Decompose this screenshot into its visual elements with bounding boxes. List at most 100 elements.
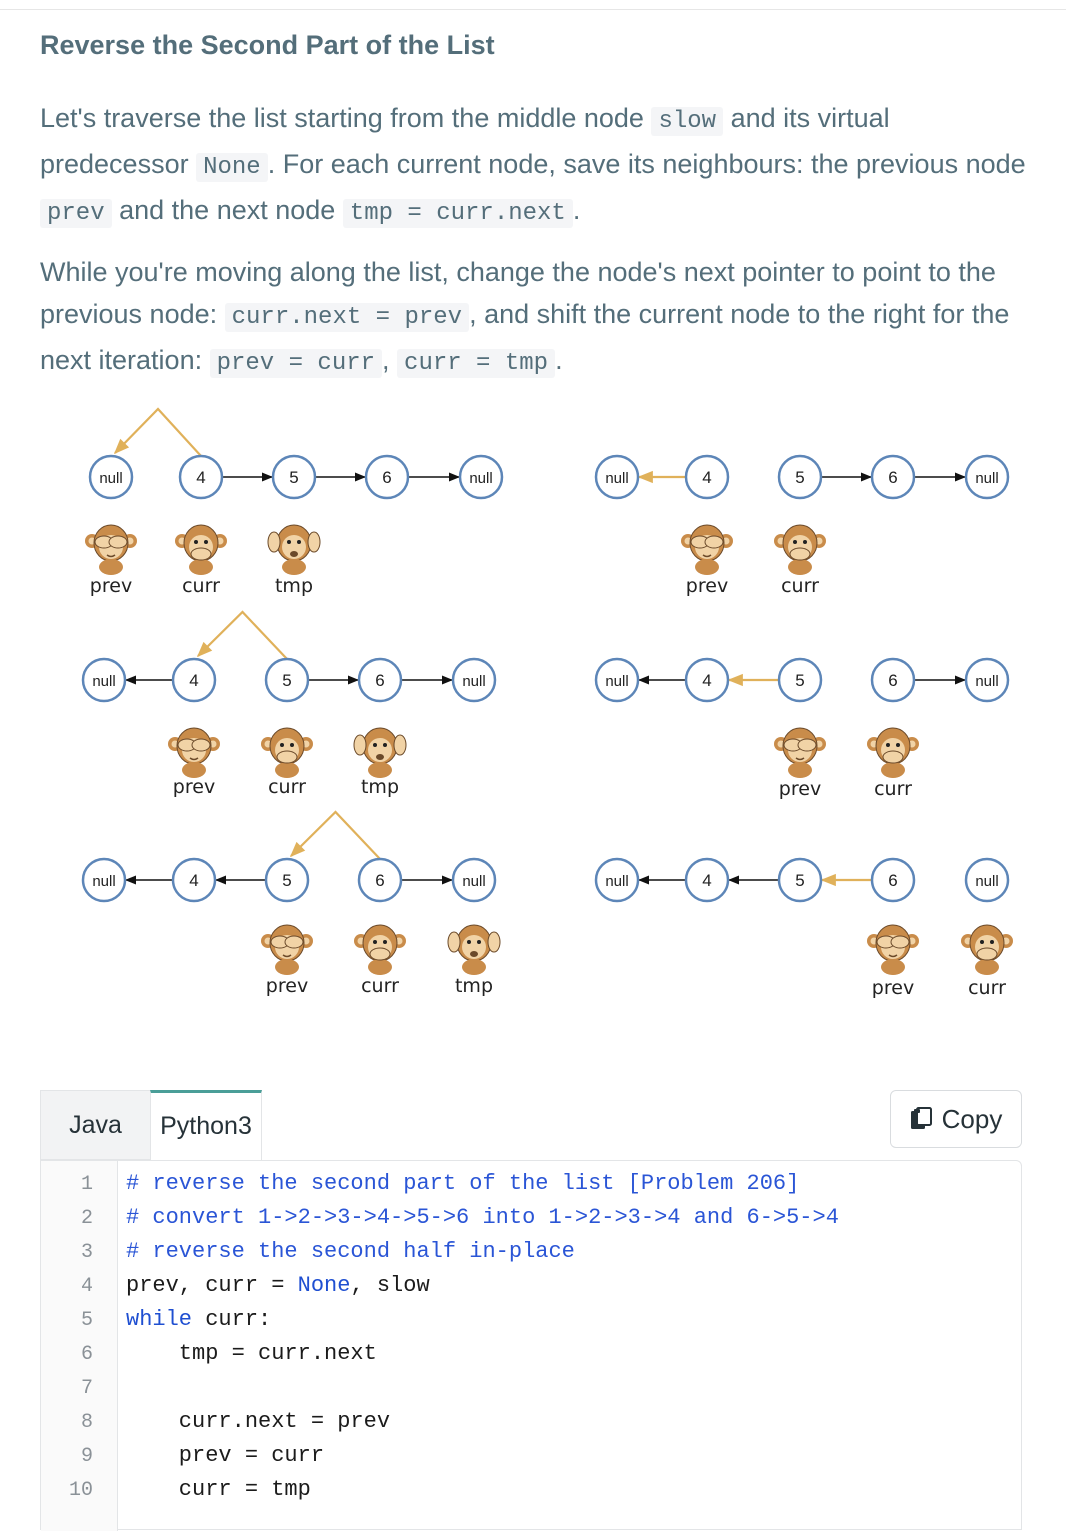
null-node [594,857,640,903]
null-node [451,657,497,703]
list-node [870,657,916,703]
see-no-evil-monkey-icon [867,925,919,975]
speak-no-evil-monkey-icon [354,925,406,975]
text-segment: and its virtual predecessor [40,103,890,179]
null-node [451,857,497,903]
line-number: 4 [80,1275,93,1298]
list-node [178,454,224,500]
code-line: curr = tmp [126,1477,311,1502]
pointer-label-tmp: tmp [361,776,399,798]
see-no-evil-monkey-icon [168,728,220,778]
tab-java[interactable]: Java [40,1090,150,1160]
node-value: null [92,673,115,690]
list-node [870,857,916,903]
node-value: null [975,873,998,890]
list-node [777,657,823,703]
reversed-pointer-arrow [113,407,202,457]
node-value: null [469,470,492,487]
list-node [684,657,730,703]
list-node [357,657,403,703]
node-value: 6 [888,871,897,890]
pointer-label-prev: prev [779,778,821,800]
hear-no-evil-monkey-icon [448,925,500,975]
see-no-evil-monkey-icon [261,925,313,975]
node-value: null [605,470,628,487]
node-value: null [975,673,998,690]
hear-no-evil-monkey-icon [268,525,320,575]
pointer-label-tmp: tmp [455,975,493,997]
list-node [777,454,823,500]
text-segment: , and shift the current node to the righ… [40,299,1010,375]
inline-code: curr.next = prev [224,303,470,332]
speak-no-evil-monkey-icon [961,925,1013,975]
null-node [594,454,640,500]
line-number: 1 [80,1173,93,1196]
line-number: 8 [80,1411,93,1434]
see-no-evil-monkey-icon [681,525,733,575]
text-segment: Let's traverse the list starting from th… [40,103,652,133]
node-value: 4 [702,468,711,487]
list-node [684,857,730,903]
code-line: # reverse the second part of the list [P… [126,1171,800,1196]
node-value: 4 [189,871,198,890]
list-node [264,657,310,703]
node-value: null [605,673,628,690]
pointer-label-curr: curr [361,975,399,997]
code-line: # reverse the second half in-place [126,1239,575,1264]
text-segment: . [555,345,563,375]
list-node [870,454,916,500]
copy-label: Copy [941,1103,1003,1134]
inline-code: slow [651,107,724,136]
node-value: 5 [795,468,804,487]
list-node [777,857,823,903]
code-line: curr.next = prev [126,1409,391,1434]
list-node [271,454,317,500]
see-no-evil-monkey-icon [774,728,826,778]
node-value: 6 [888,671,897,690]
pointer-label-curr: curr [781,575,819,597]
text-segment: While you're moving along the list, chan… [40,257,996,329]
reversed-pointer-arrow [196,610,288,660]
node-value: 6 [888,468,897,487]
null-node [88,454,134,500]
text-segment: . [572,195,581,225]
inline-code: tmp = curr.next [342,199,573,228]
list-node [357,857,403,903]
list-node [171,657,217,703]
pointer-label-prev: prev [872,977,914,999]
code-line: while curr: [126,1307,272,1332]
copy-button[interactable]: Copy [890,1090,1022,1148]
line-number: 7 [80,1377,93,1400]
line-number: 6 [80,1343,93,1366]
top-divider [0,9,1066,10]
node-value: null [605,873,628,890]
line-number: 3 [80,1241,93,1264]
null-node [964,657,1010,703]
explanation-paragraph: While you're moving along the list, chan… [40,251,1040,385]
clipboard-icon [910,1107,932,1131]
line-number: 5 [80,1309,93,1332]
tab-python3[interactable]: Python3 [150,1090,262,1160]
inline-code: curr = tmp [397,349,556,378]
null-node [81,857,127,903]
code-line: # convert 1->2->3->4->5->6 into 1->2->3-… [126,1205,839,1230]
text-segment: . For each current node, save its neighb… [267,149,1026,179]
reversed-pointer-arrow [289,810,381,860]
line-number: 2 [80,1207,93,1230]
null-node [458,454,504,500]
list-node [364,454,410,500]
pointer-label-prev: prev [173,776,215,798]
null-node [594,657,640,703]
node-value: 5 [289,468,298,487]
null-node [81,657,127,703]
text-segment: , [382,345,398,375]
see-no-evil-monkey-icon [85,525,137,575]
inline-code: prev = curr [209,349,383,378]
code-line: prev, curr = None, slow [126,1273,430,1298]
inline-code: None [196,153,268,182]
node-value: 5 [795,871,804,890]
pointer-label-tmp: tmp [275,575,313,597]
inline-code: prev [40,199,112,228]
